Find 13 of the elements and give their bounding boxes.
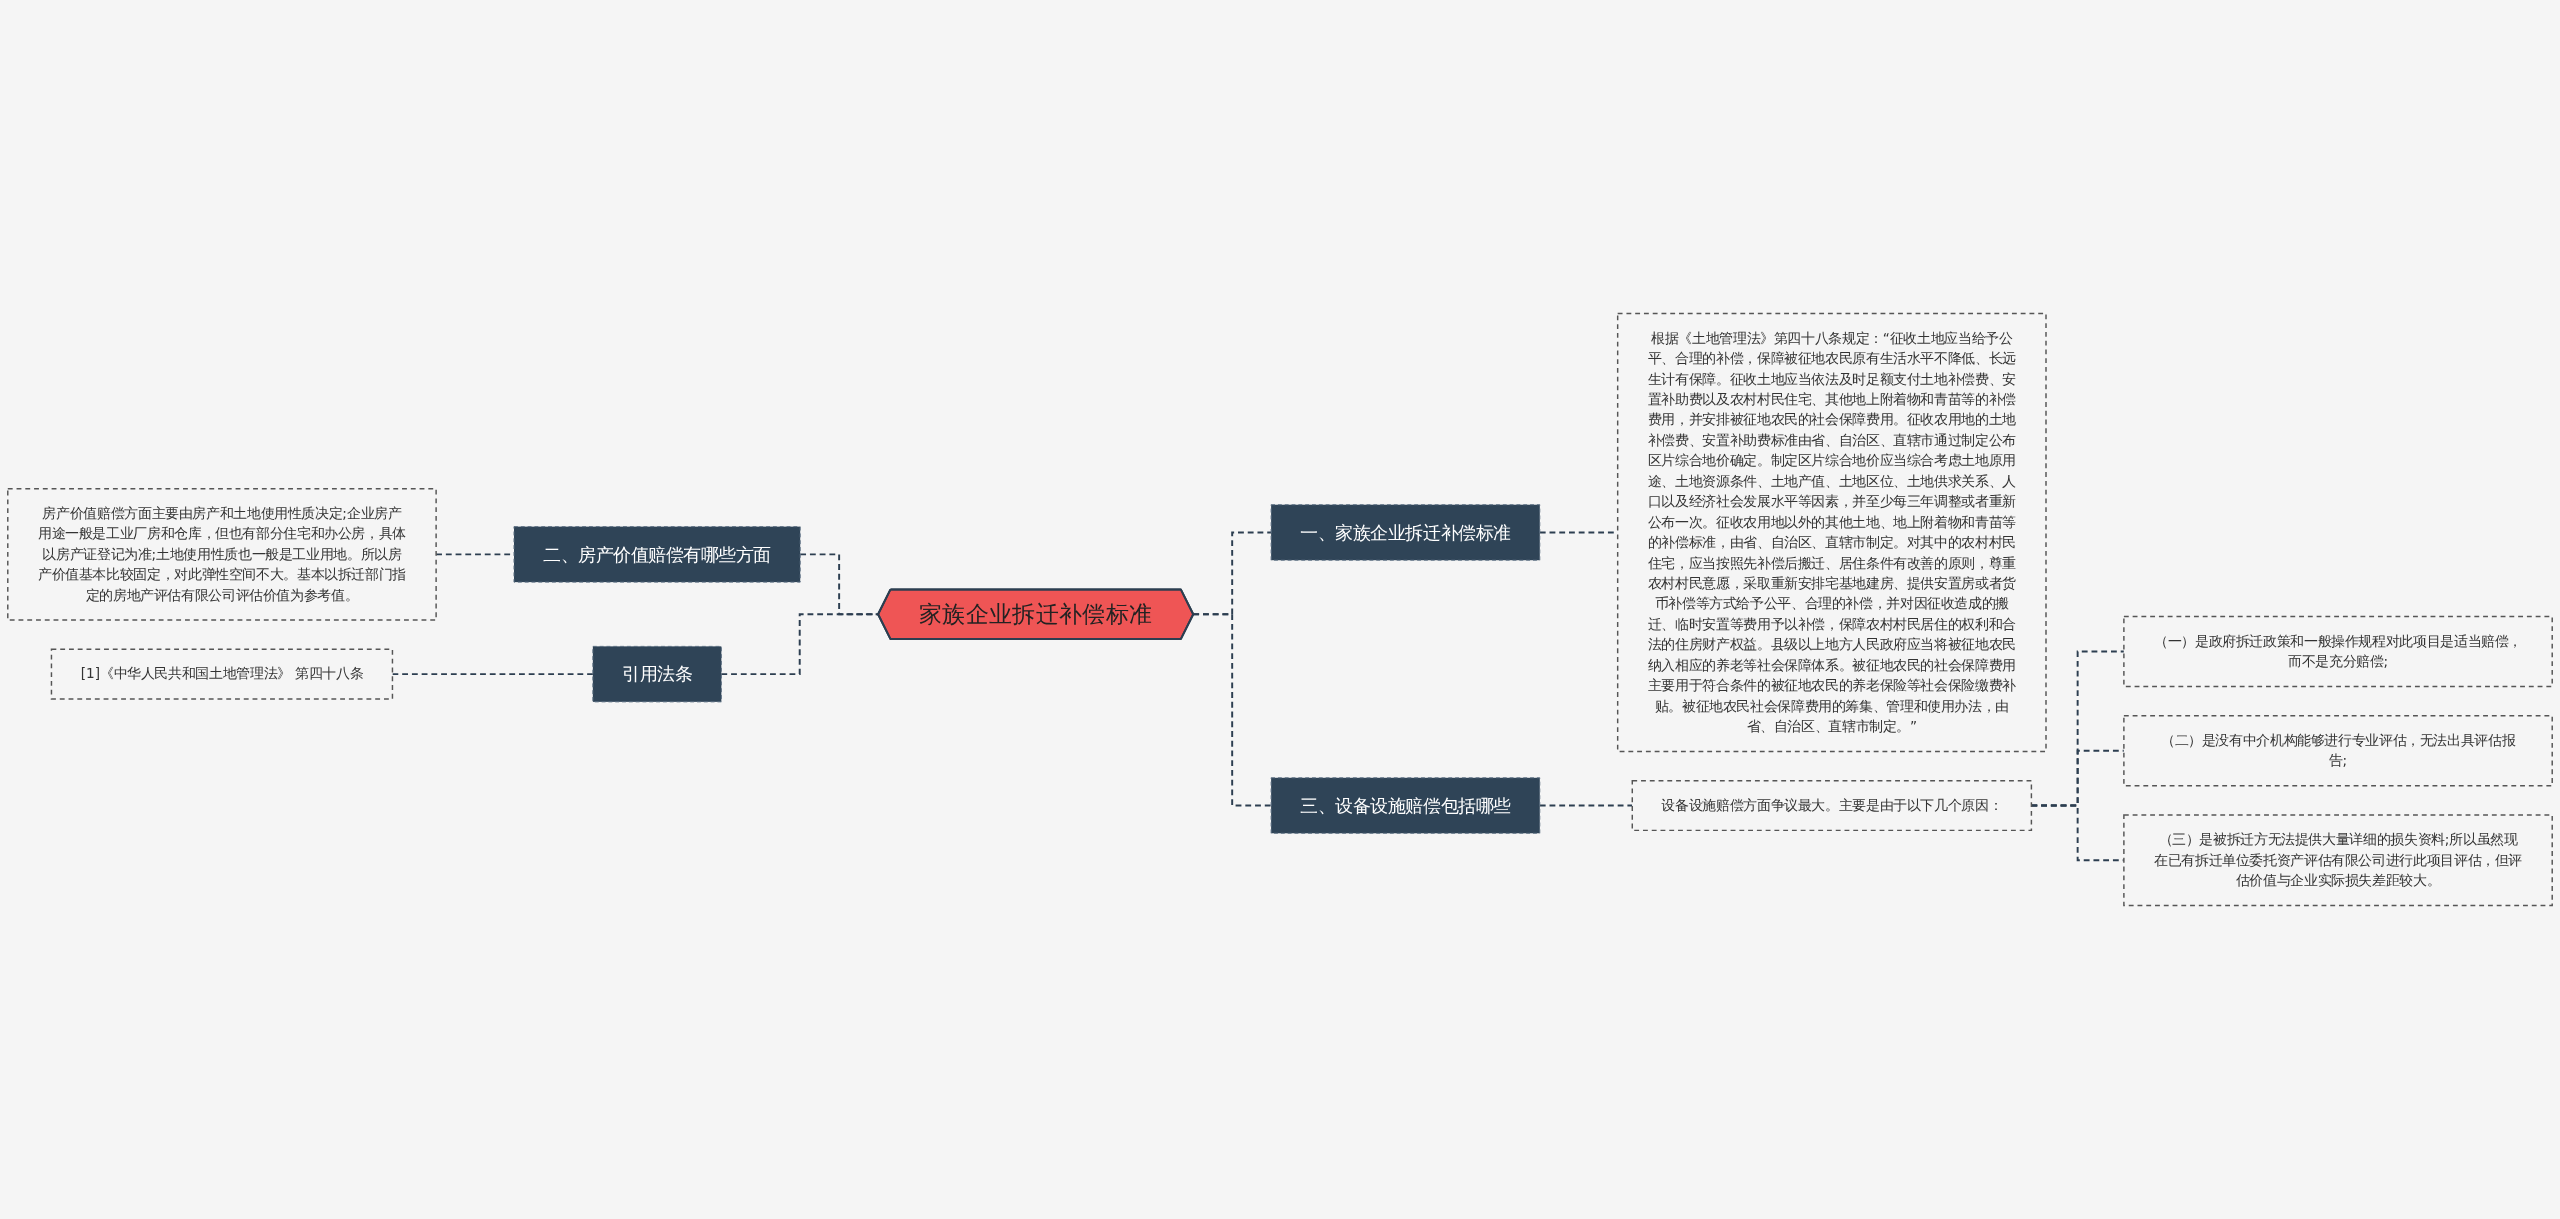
- connector: [1192, 613, 1273, 807]
- connector: [720, 613, 880, 676]
- node-box: 一、家族企业拆迁补偿标准: [1270, 504, 1541, 561]
- node-box: （一）是政府拆迁政策和一般操作规程对此项目是适当赔偿，而不是充分赔偿;: [2123, 615, 2553, 688]
- node-box: 引用法条: [592, 645, 722, 703]
- node-box: （三）是被拆迁方无法提供大量详细的损失资料;所以虽然现在已有拆迁单位委托资产评估有限公司进行此项目评估，但评估价值与企业实际损失差距较大。: [2123, 814, 2553, 907]
- node-box: 三、设备设施赔偿包括哪些: [1270, 777, 1541, 834]
- node-box: [1]《中华人民共和国土地管理法》 第四十八条: [50, 648, 394, 700]
- node-box: 根据《土地管理法》第四十八条规定：“征收土地应当给予公平、合理的补偿，保障被征地农民原有生活水平不降低、长远生计有保障。征收土地应当依法及时足额支付土地补偿费、安置补助费以及农村村民住宅、其他地上附着物和青苗等的补偿费用，并安排被征地农民的社会保障费用。征收农用地的土地补偿费、安置补助费标准由省、自治区、直辖市通过制定公布区片综合地价确定。制定区片综合地价应当综合考虑土地原用途、土地资源条件、土地产值、土地区位、土地供求关系、人口以及经济社会发展水平等因素，并至少每三年调整或者重新公布一次。征收农用地以外的其他土地、地上附着物和青苗等的补偿标准，由省、自治区、直辖市制定。对其中的农村村民住宅，应当按照先补偿后搬迁、居住条件有改善的原则，尊重农村村民意愿，采取重新安排宅基地建房、提供安置房或者货币补偿等方式给予公平、合理的补偿，并对因征收造成的搬迁、临时安置等费用予以补偿，保障农村村民居住的权利和合法的住房财产权益。县级以上地方人民政府应当将被征地农民纳入相应的养老等社会保障体系。被征地农民的社会保障费用主要用于符合条件的被征地农民的养老保险等社会保险缴费补贴。被征地农民社会保障费用的筹集、管理和使用办法，由省、自治区、直辖市制定。”: [1616, 312, 2047, 753]
- node-box: 二、房产价值赔偿有哪些方面: [513, 526, 801, 583]
- node-box: 房产价值赔偿方面主要由房产和土地使用性质决定;企业房产用途一般是工业厂房和仓库，但也有部分住宅和办公房，具体以房产证登记为准;土地使用性质也一般是工业用地。所以房产价值基本比较固定，对此弹性空间不大。基本以拆迁部门指定的房地产评估有限公司评估价值为参考值。: [7, 487, 437, 621]
- node-box: （二）是没有中介机构能够进行专业评估，无法出具评估报告;: [2123, 715, 2553, 787]
- node-box: 设备设施赔偿方面争议最大。主要是由于以下几个原因：: [1631, 780, 2033, 832]
